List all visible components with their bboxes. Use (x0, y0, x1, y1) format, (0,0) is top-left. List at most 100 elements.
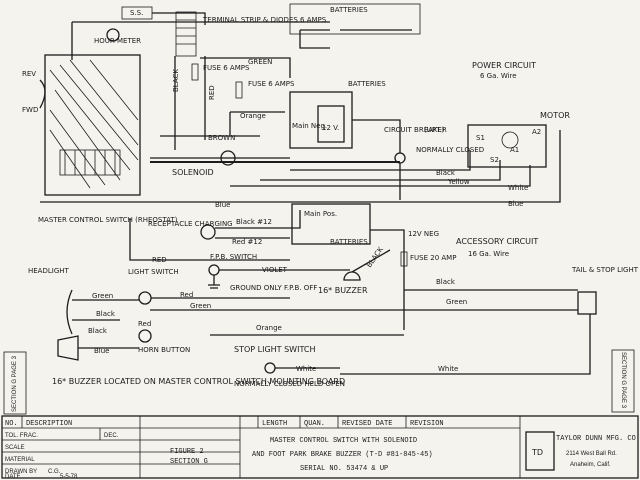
tb-material: MATERIAL (5, 457, 35, 463)
tb-scale: SCALE (5, 445, 25, 451)
blue-light-label: Blue (94, 347, 110, 355)
buzzer-note: 16* BUZZER LOCATED ON MASTER CONTROL SWI… (52, 377, 345, 386)
tb-address-2: Anaheim, Calif. (570, 462, 611, 468)
red12-label: Red #12 (232, 238, 262, 246)
buzzer-wire (351, 249, 391, 273)
title-block-rev-cols (240, 416, 521, 478)
tb-drawn-by: DRAWN BY (5, 469, 37, 475)
white2-light-label: White (438, 365, 458, 373)
terminal-strip (175, 11, 197, 57)
power-circuit-title: POWER CIRCUIT (472, 61, 536, 70)
buzzer-label: 16* BUZZER (318, 286, 368, 295)
tb-date: DATE (5, 474, 21, 480)
company-logo: TD (531, 448, 543, 457)
black-power-label: Black (436, 169, 456, 177)
rev-label: REV (22, 70, 36, 78)
stop-light-switch-label: STOP LIGHT SWITCH (234, 345, 315, 354)
yellow-power-label: Yellow (447, 178, 470, 186)
green-wire-label: GREEN (248, 58, 272, 66)
tail-light-symbol (577, 291, 597, 315)
white-light-label: White (296, 365, 316, 373)
power-circuit-wire: 6 Ga. Wire (480, 72, 517, 80)
tb-title-1: MASTER CONTROL SWITCH WITH SOLENOID (270, 437, 417, 445)
motor-s1: S1 (476, 134, 485, 142)
solenoid-label: SOLENOID (172, 168, 214, 177)
mid-batteries-box (291, 203, 371, 245)
tb-figure: FIGURE 2 (170, 448, 204, 456)
tail-stop-label: TAIL & STOP LIGHT (571, 266, 639, 274)
blue-power-wire (40, 130, 561, 203)
fuse-1-label: FUSE 6 AMPS (203, 64, 250, 72)
fpb-switch-label: F.P.B. SWITCH (210, 253, 257, 261)
black2-light-label: Black (88, 327, 108, 335)
tb-length: LENGTH (262, 420, 287, 428)
motor-s2: S2 (490, 156, 499, 164)
black12-wire (215, 210, 301, 229)
motor-label: MOTOR (540, 111, 570, 120)
tb-section: SECTION G (170, 458, 208, 466)
orange-light-label: Orange (256, 324, 282, 332)
green2-light-label: Green (190, 302, 211, 310)
section-right-box (611, 349, 635, 413)
headlight-symbol (66, 289, 73, 335)
green-light-label: Green (92, 292, 113, 300)
section-right-label: SECTION G PAGE 3 (620, 352, 626, 409)
fuse-20-symbol (400, 251, 408, 267)
tb-quan: QUAN. (304, 420, 325, 428)
white2-light-wire (340, 314, 591, 375)
top-batteries-outline (289, 3, 421, 35)
ss-wire (152, 12, 206, 25)
green-wire (200, 57, 291, 78)
battery-12v-cell (317, 105, 345, 143)
mid-batteries-label: BATTERIES (330, 238, 368, 246)
fuse-2-label: FUSE 6 AMPS (248, 80, 295, 88)
white-power-label: White (508, 184, 528, 192)
top-batteries-label: BATTERIES (330, 6, 368, 14)
fuse-20-label: FUSE 20 AMP (410, 254, 456, 262)
normally-closed-label: NORMALLY CLOSED (416, 146, 484, 154)
fwd-label: FWD (22, 106, 38, 114)
section-left-box (3, 351, 27, 415)
motor-armature (501, 131, 519, 149)
accessory-black-label: Black (436, 278, 456, 286)
brown-wire-label: BROWN (208, 134, 235, 142)
title-block-cols (21, 416, 241, 478)
motor-box (467, 124, 547, 168)
v12neg-label: 12V NEG (408, 230, 439, 238)
accessory-circuit-wire: 16 Ga. Wire (468, 250, 509, 258)
receptacle-label: RECEPTACLE CHARGING (148, 220, 233, 228)
white-power-wire (230, 165, 531, 187)
red2-light-label: Red (138, 320, 151, 328)
normally-closed-held-label: NORMALLY CLOSED HELD OPEN (234, 380, 345, 388)
black12-label: Black #12 (236, 218, 272, 226)
tb-drawn-by-val: C.G. (48, 469, 61, 475)
red-wire-loop (129, 218, 290, 261)
black-light-label: Black (96, 310, 116, 318)
rheostat-contact-lines (64, 150, 116, 175)
accessory-circuit-title: ACCESSORY CIRCUIT (456, 237, 538, 246)
tb-date-val: 5-5-78 (60, 474, 78, 480)
v12neg-wire (370, 229, 405, 330)
headlight-label: HEADLIGHT (28, 267, 70, 275)
tb-company: TAYLOR DUNN MFG. CO. (556, 435, 640, 443)
horn-symbol (57, 335, 79, 361)
red-light-label: Red (180, 291, 193, 299)
terminal-strip-divisions (176, 19, 196, 45)
tb-serial: SERIAL NO. 53474 & UP (300, 465, 388, 473)
master-control-label: MASTER CONTROL SWITCH (RHEOSTAT) (38, 216, 178, 224)
motor-a2: A2 (532, 128, 541, 136)
accessory-green-label: Green (446, 298, 467, 306)
hour-meter-symbol (106, 28, 120, 42)
orange-wire (229, 111, 285, 135)
horn-button-symbol (138, 329, 152, 343)
motor-a1: A1 (510, 146, 519, 154)
company-logo-frame (525, 431, 555, 471)
red-wire-label: RED (208, 85, 216, 100)
red-label: RED (152, 256, 167, 264)
ground-label: GROUND ONLY F.P.B. OFF (230, 284, 317, 292)
blue-power-label: Blue (215, 201, 231, 209)
main-pos-label: Main Pos. (304, 210, 337, 218)
